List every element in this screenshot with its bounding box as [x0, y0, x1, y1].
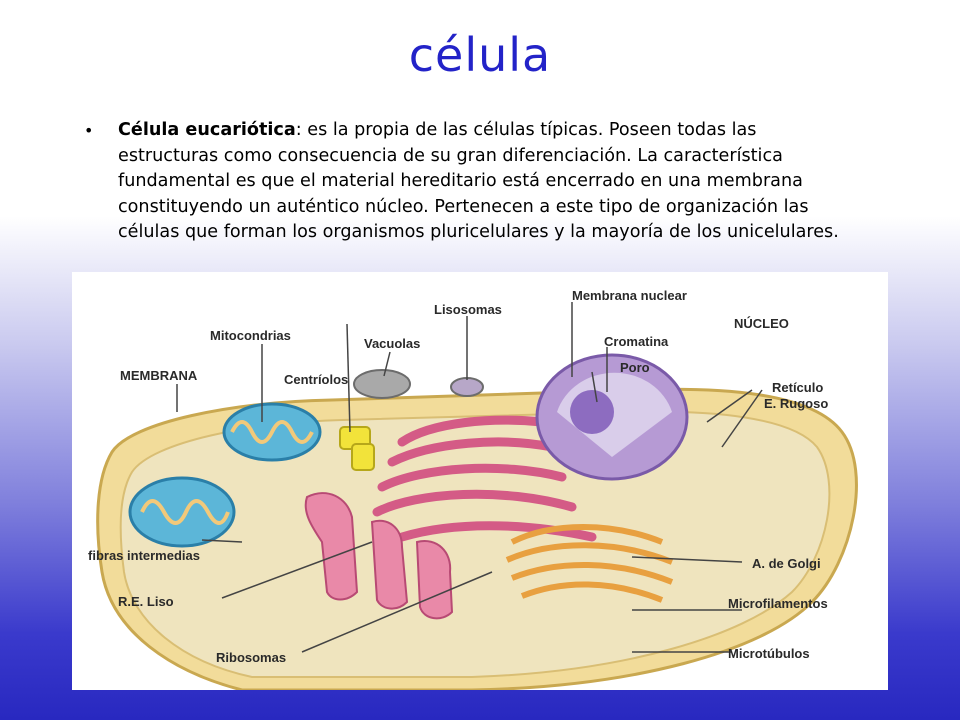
label-golgi: A. de Golgi — [752, 556, 821, 571]
rough-er-shape — [372, 415, 597, 542]
label-membrana-nuclear: Membrana nuclear — [572, 288, 687, 303]
label-fibras: fibras intermedias — [88, 548, 200, 563]
label-re-liso: R.E. Liso — [118, 594, 174, 609]
vacuole-shape — [353, 369, 411, 399]
bullet-term: Célula eucariótica — [118, 120, 296, 140]
slide-title: célula — [408, 28, 552, 82]
golgi-shape — [505, 524, 674, 603]
cell-illustration: Mitocondrias MEMBRANA Centríolos Vacuola… — [88, 288, 858, 690]
label-poro: Poro — [620, 360, 650, 375]
eukaryotic-cell-diagram: Mitocondrias MEMBRANA Centríolos Vacuola… — [72, 272, 888, 690]
smooth-er-shape — [304, 492, 454, 620]
label-nucleo: NÚCLEO — [734, 316, 789, 331]
label-lisosomas: Lisosomas — [434, 302, 502, 317]
leader-lines — [176, 302, 763, 653]
bullet-text: Célula eucariótica: es la propia de las … — [118, 118, 844, 246]
label-mitocondrias: Mitocondrias — [210, 328, 291, 343]
lysosome-shape — [450, 377, 484, 397]
label-cromatina: Cromatina — [604, 334, 669, 349]
bullet-paragraph: • Célula eucariótica: es la propia de la… — [84, 118, 844, 246]
label-vacuolas: Vacuolas — [364, 336, 420, 351]
nucleus-shape — [535, 353, 689, 481]
mitochondria-shape — [128, 402, 322, 548]
label-membrana: MEMBRANA — [120, 368, 198, 383]
label-centriolos: Centríolos — [284, 372, 348, 387]
label-reticulo: Retículo — [772, 380, 823, 395]
bullet-body: : es la propia de las células típicas. P… — [118, 120, 839, 242]
label-ribosomas: Ribosomas — [216, 650, 286, 665]
label-microtubulos: Microtúbulos — [728, 646, 810, 661]
centrioles-shape — [339, 426, 375, 471]
label-microfilamentos: Microfilamentos — [728, 596, 828, 611]
bullet-marker: • — [84, 121, 94, 140]
label-rugoso: E. Rugoso — [764, 396, 828, 411]
